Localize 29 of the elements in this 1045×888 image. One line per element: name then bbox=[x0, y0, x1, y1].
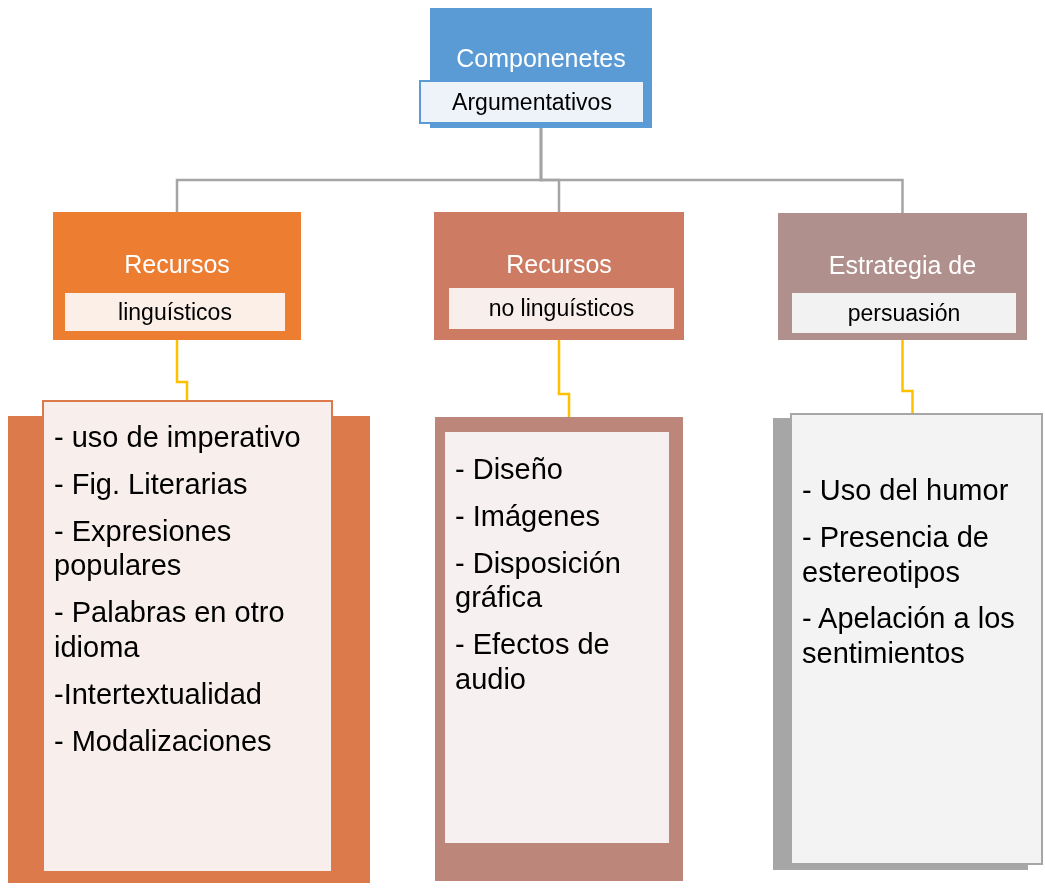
category-box bbox=[53, 212, 301, 340]
list-item: - Uso del humor bbox=[802, 473, 1010, 508]
connector-line bbox=[557, 340, 571, 417]
list-item: - Modalizaciones bbox=[54, 723, 273, 759]
list-item: - Diseño bbox=[455, 452, 564, 487]
subheading-label: no linguísticos bbox=[449, 288, 674, 329]
list-item: - Palabras en otro idioma bbox=[54, 595, 286, 665]
connector-line bbox=[539, 128, 904, 213]
list-item: - Expresiones populares bbox=[54, 513, 233, 584]
list-item: - Imágenes bbox=[455, 498, 602, 534]
heading-text: Estrategia de bbox=[827, 251, 978, 280]
subheading-label: linguísticos bbox=[65, 293, 285, 331]
subheading-label: Argumentativos bbox=[419, 80, 645, 124]
list-item: - Apelación a los sentimientos bbox=[802, 601, 1016, 671]
heading-text: Componenetes bbox=[455, 44, 627, 73]
list-item: - uso de imperativo bbox=[54, 420, 302, 455]
list-item: - Disposición gráfica bbox=[455, 545, 622, 616]
subheading-label: persuasión bbox=[792, 293, 1016, 333]
category-box bbox=[434, 212, 684, 340]
category-box bbox=[778, 213, 1027, 340]
connector-line bbox=[175, 340, 189, 400]
list-item: - Fig. Literarias bbox=[54, 466, 249, 502]
list-item: - Efectos de audio bbox=[455, 627, 611, 697]
connector-line bbox=[901, 340, 914, 413]
heading-text: Recursos bbox=[505, 250, 613, 279]
heading-text: Recursos bbox=[123, 250, 231, 279]
list-item: - Presencia de estereotipos bbox=[802, 519, 990, 590]
title-box bbox=[419, 8, 652, 128]
list-item: -Intertextualidad bbox=[54, 676, 263, 712]
